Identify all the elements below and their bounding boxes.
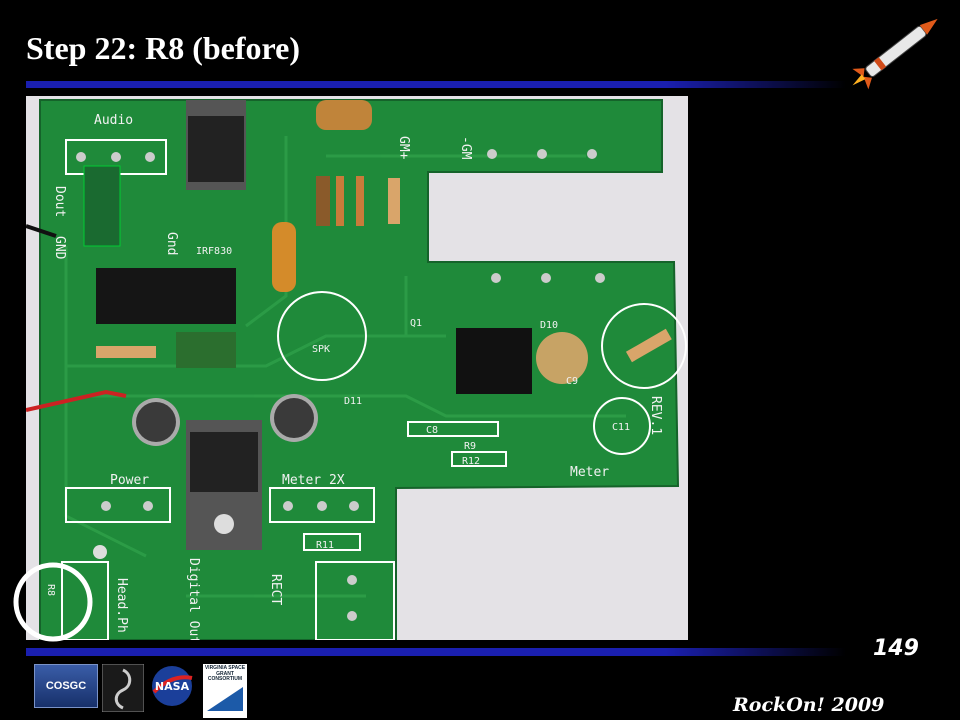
label-rev: REV.1 — [648, 396, 663, 435]
rocket-icon — [852, 18, 938, 90]
label-r8: R8 — [45, 584, 56, 596]
pcb-photo: Audio GM+ -GM Dout GND Gnd IRF830 SPK Q1… — [26, 96, 688, 640]
nasa-logo: NASA — [152, 666, 193, 706]
title-underline-bar — [26, 81, 846, 88]
label-gnd2: Gnd — [164, 232, 179, 255]
seal-logo — [102, 664, 144, 712]
label-digital-out: Digital Out — [186, 558, 201, 640]
page-number: 149 — [873, 636, 919, 661]
label-irf830: IRF830 — [196, 246, 232, 257]
label-spk: SPK — [312, 344, 330, 355]
slide-title: Step 22: R8 (before) — [26, 30, 301, 66]
label-q1: Q1 — [410, 318, 422, 329]
label-c9: C9 — [566, 376, 578, 387]
label-r9: R9 — [464, 441, 476, 452]
label-r12: R12 — [462, 456, 480, 467]
label-rect: RECT — [268, 574, 283, 605]
label-head-ph: Head.Ph — [114, 578, 129, 633]
label-gm-plus: GM+ — [396, 136, 411, 160]
vsgc-logo: VIRGINIA SPACE GRANT CONSORTIUM — [203, 664, 247, 718]
label-c11: C11 — [612, 422, 630, 433]
footer-text: RockOn! 2009 — [733, 694, 885, 716]
label-dout: Dout — [52, 186, 67, 217]
cosgc-logo: COSGC — [34, 664, 98, 708]
footer-bar — [26, 648, 846, 656]
label-gnd: GND — [52, 236, 67, 260]
label-c8: C8 — [426, 425, 438, 436]
svg-text:NASA: NASA — [155, 680, 190, 693]
label-meter-2x: Meter 2X — [282, 473, 345, 488]
label-power: Power — [110, 473, 149, 488]
label-meter: Meter — [570, 465, 609, 480]
label-d10: D10 — [540, 320, 558, 331]
label-gm-minus: -GM — [458, 136, 473, 160]
label-d11: D11 — [344, 396, 362, 407]
label-r11: R11 — [316, 540, 334, 551]
label-audio: Audio — [94, 113, 133, 128]
